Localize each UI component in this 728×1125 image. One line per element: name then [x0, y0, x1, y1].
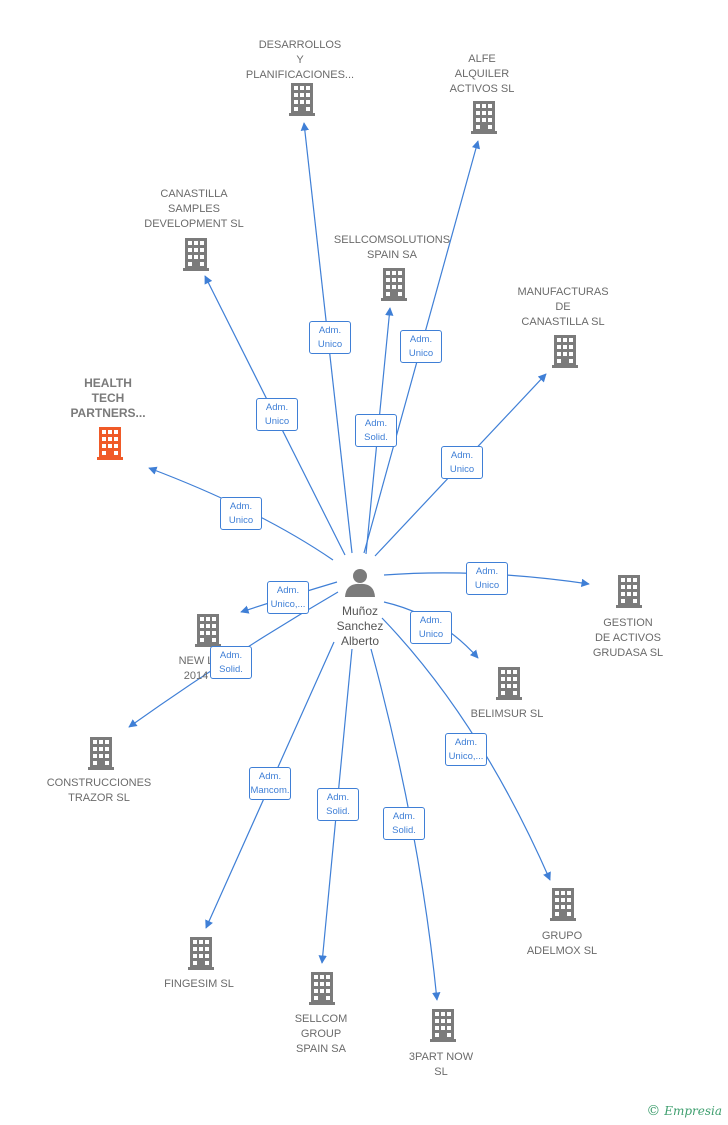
copyright-icon: © [646, 1103, 661, 1119]
role-badge-sellcom-group[interactable]: Adm. Solid. [317, 788, 359, 821]
role-badge-belimsur[interactable]: Adm. Unico [410, 611, 452, 644]
role-badge-alfe[interactable]: Adm. Unico [400, 330, 442, 363]
role-badge-new-l[interactable]: Adm. Unico,... [267, 581, 309, 614]
role-badge-3part-now[interactable]: Adm. Solid. [383, 807, 425, 840]
company-label-manufacturas[interactable]: MANUFACTURAS DE CANASTILLA SL [517, 286, 609, 328]
empresia-watermark: © Empresia [646, 1103, 722, 1119]
company-label-alfe[interactable]: ALFE ALQUILER ACTIVOS SL [449, 53, 515, 95]
company-label-3part-now[interactable]: 3PART NOW SL [408, 1051, 474, 1078]
building-icon[interactable] [550, 888, 576, 921]
company-label-sellcomsolutions[interactable]: SELLCOMSOLUTIONS SPAIN SA [333, 234, 451, 261]
role-badge-gestion-activos[interactable]: Adm. Unico [466, 562, 508, 595]
company-label-desarrollos[interactable]: DESARROLLOS Y PLANIFICACIONES... [245, 39, 355, 81]
building-icon[interactable] [552, 335, 578, 368]
building-icon[interactable] [616, 575, 642, 608]
role-badge-desarrollos[interactable]: Adm. Unico [309, 321, 351, 354]
role-badge-manufacturas[interactable]: Adm. Unico [441, 446, 483, 479]
building-icon[interactable] [309, 972, 335, 1005]
company-label-new-l[interactable]: NEW L 2014 [178, 655, 214, 682]
company-label-gestion-activos[interactable]: GESTION DE ACTIVOS GRUDASA SL [592, 617, 664, 659]
role-badge-sellcomsolutions[interactable]: Adm. Solid. [355, 414, 397, 447]
company-label-canastilla-samples[interactable]: CANASTILLA SAMPLES DEVELOPMENT SL [144, 188, 244, 230]
company-label-construcciones[interactable]: CONSTRUCCIONES TRAZOR SL [46, 777, 152, 804]
company-label-belimsur[interactable]: BELIMSUR SL [470, 708, 544, 720]
company-label-health-tech[interactable]: HEALTH TECH PARTNERS... [70, 376, 146, 420]
role-badge-canastilla-samples[interactable]: Adm. Unico [256, 398, 298, 431]
building-icon[interactable] [97, 427, 123, 460]
person-icon[interactable] [345, 569, 375, 597]
building-icon[interactable] [183, 238, 209, 271]
building-icon[interactable] [195, 614, 221, 647]
role-badge-fingesim[interactable]: Adm. Mancom. [249, 767, 291, 800]
brand-name: Empresia [664, 1104, 722, 1118]
building-icon[interactable] [430, 1009, 456, 1042]
company-label-sellcom-group[interactable]: SELLCOM GROUP SPAIN SA [294, 1013, 348, 1055]
company-label-grupo-adelmox[interactable]: GRUPO ADELMOX SL [526, 930, 598, 957]
building-icon[interactable] [471, 101, 497, 134]
role-badge-construcciones[interactable]: Adm. Solid. [210, 646, 252, 679]
building-icon[interactable] [381, 268, 407, 301]
role-badge-health-tech[interactable]: Adm. Unico [220, 497, 262, 530]
company-label-fingesim[interactable]: FINGESIM SL [164, 978, 234, 990]
building-icon[interactable] [88, 737, 114, 770]
building-icon[interactable] [188, 937, 214, 970]
building-icon[interactable] [496, 667, 522, 700]
person-name[interactable]: Muñoz Sanchez Alberto [336, 604, 384, 648]
role-badge-grupo-adelmox[interactable]: Adm. Unico,... [445, 733, 487, 766]
building-icon[interactable] [289, 83, 315, 116]
